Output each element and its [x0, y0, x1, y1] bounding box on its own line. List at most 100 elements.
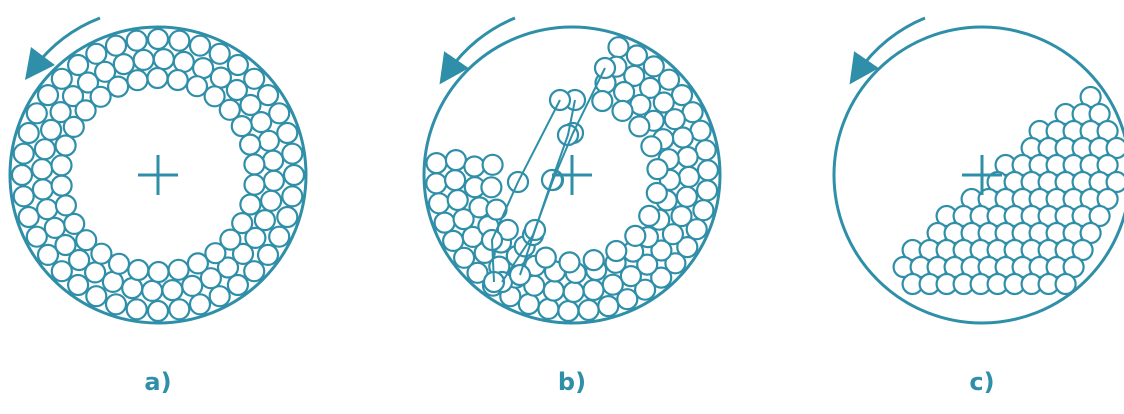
ball	[208, 285, 231, 308]
ball	[185, 75, 209, 98]
ball	[243, 153, 266, 176]
ball	[427, 192, 451, 215]
ball	[537, 297, 560, 320]
ball	[558, 251, 581, 274]
ball	[481, 153, 504, 176]
ball	[260, 189, 283, 212]
ball	[677, 165, 701, 188]
ball	[623, 64, 646, 88]
ball	[611, 99, 634, 123]
rotation-arrow-c	[849, 16, 926, 85]
ball	[36, 243, 60, 266]
ball	[74, 99, 97, 122]
center-cross-a	[138, 155, 178, 195]
ball	[146, 66, 169, 90]
ball	[624, 224, 647, 247]
ball	[186, 252, 209, 275]
mill-drum-b	[422, 25, 722, 325]
ball	[218, 98, 241, 121]
ball	[50, 154, 73, 177]
ball	[663, 108, 686, 131]
ball	[262, 169, 285, 192]
ball-mass-b	[425, 36, 720, 323]
ball	[562, 280, 585, 304]
ball	[112, 52, 135, 76]
ball	[243, 260, 266, 283]
panel-label-a: a)	[144, 368, 172, 396]
ball	[107, 252, 131, 275]
ball	[676, 236, 699, 259]
ball	[181, 274, 204, 297]
ball	[276, 121, 299, 145]
ball	[281, 185, 304, 208]
ball	[268, 102, 291, 125]
ball-trajectory	[519, 99, 576, 276]
ball	[10, 163, 34, 187]
ball	[30, 158, 54, 181]
ball	[645, 181, 668, 205]
ball	[231, 212, 254, 235]
ball	[577, 298, 600, 322]
ball	[104, 293, 128, 316]
ball	[496, 218, 519, 241]
ball	[188, 293, 212, 316]
ball	[50, 260, 73, 283]
ball	[75, 229, 98, 252]
rotation-arrow-b	[439, 16, 516, 85]
ball	[685, 218, 708, 241]
ball	[542, 279, 565, 302]
ball	[231, 242, 255, 265]
ball	[695, 179, 719, 202]
ball	[25, 102, 48, 125]
ball	[605, 239, 628, 263]
panel-b	[422, 16, 722, 325]
ball	[442, 229, 465, 252]
ball	[268, 225, 291, 248]
ball	[208, 42, 231, 65]
trajectory-lines-b	[490, 67, 606, 283]
panel-label-b: b)	[557, 368, 587, 396]
ball	[517, 292, 540, 316]
ball	[17, 121, 40, 145]
ball	[444, 169, 467, 192]
ball	[49, 100, 72, 124]
ball	[168, 29, 191, 52]
ball	[172, 50, 195, 74]
ball	[640, 135, 663, 158]
ball	[675, 185, 699, 208]
ball	[256, 83, 280, 107]
ball	[664, 252, 687, 275]
ball	[54, 233, 77, 257]
ball	[43, 216, 66, 239]
ball	[646, 158, 669, 181]
ball	[694, 139, 717, 162]
ball	[243, 67, 266, 90]
ball	[638, 204, 661, 227]
ball	[262, 149, 285, 172]
ball	[203, 85, 226, 108]
ball	[89, 85, 112, 108]
ball	[601, 273, 624, 296]
ball	[446, 188, 469, 212]
ball	[463, 155, 486, 178]
ball	[597, 295, 620, 318]
mill-drum-a	[8, 25, 308, 325]
ball	[1071, 238, 1094, 262]
ball	[616, 288, 639, 311]
ball	[54, 194, 78, 217]
mill-drum-c	[832, 25, 1124, 325]
ball	[239, 93, 262, 117]
ball	[534, 246, 557, 269]
ball	[692, 199, 715, 222]
ball	[444, 149, 467, 172]
ball	[453, 246, 476, 269]
ball	[256, 243, 280, 266]
ball	[121, 277, 144, 300]
ball	[54, 134, 77, 157]
ball	[243, 173, 266, 196]
ball	[661, 223, 685, 246]
ball	[126, 69, 149, 92]
panel-c	[832, 16, 1124, 325]
ball	[141, 279, 164, 302]
ball	[166, 68, 189, 92]
